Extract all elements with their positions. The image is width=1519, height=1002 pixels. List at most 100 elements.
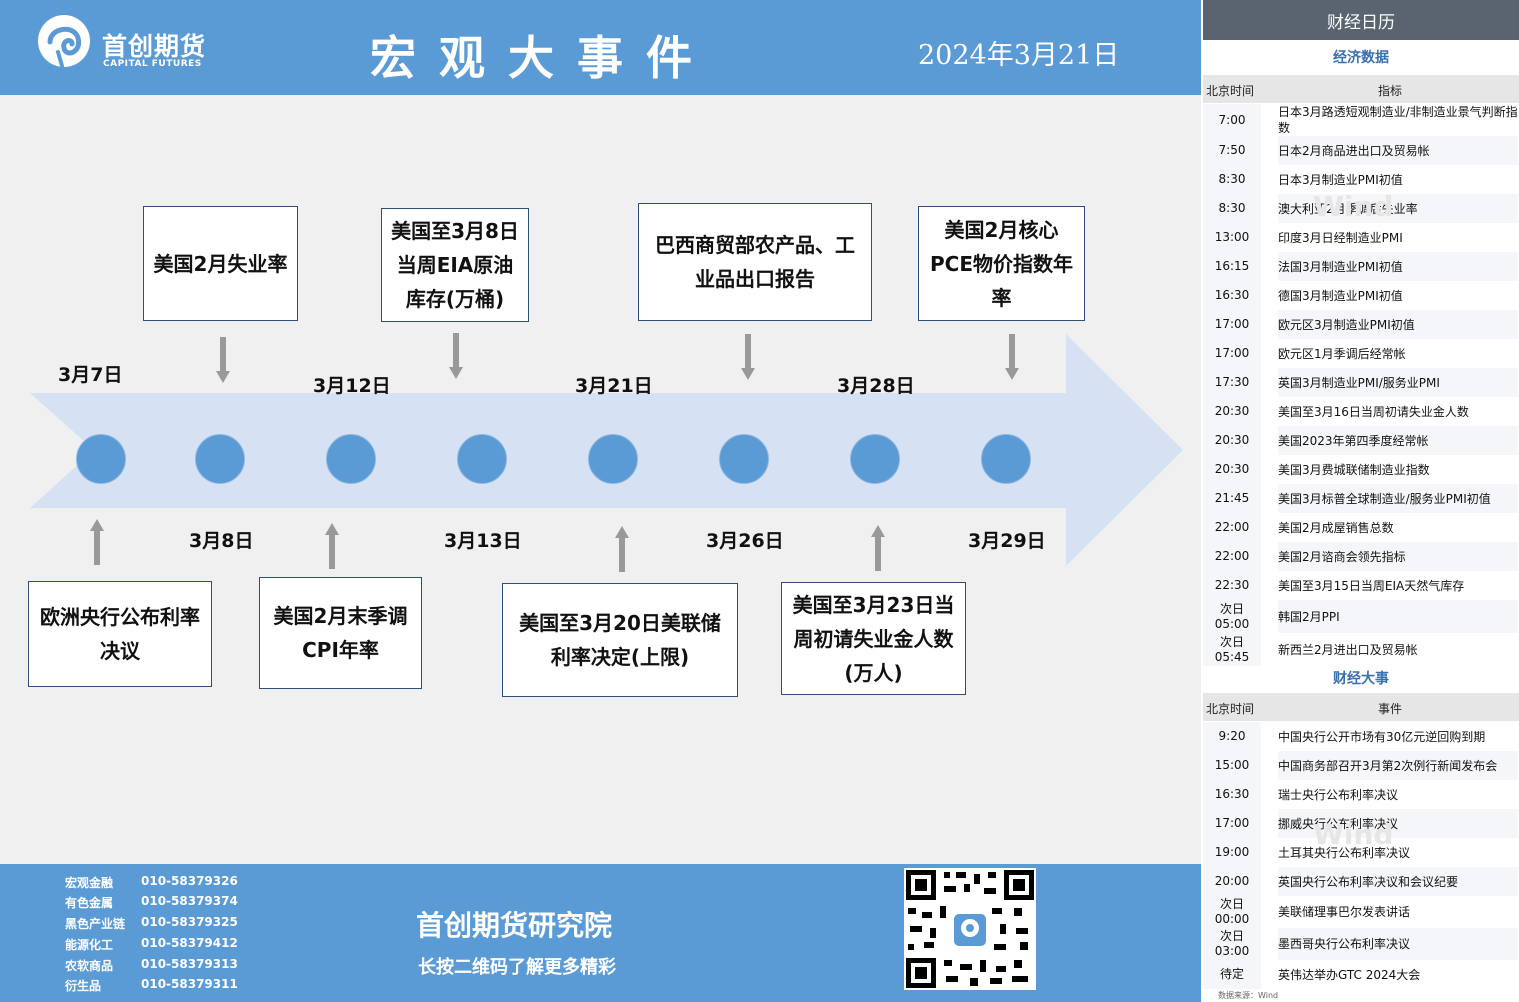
event-box: 美国2月核心PCE物价指数年率 <box>918 206 1085 321</box>
row-name: 墨西哥央行公布利率决议 <box>1278 928 1518 960</box>
event-box: 美国至3月8日当周EIA原油库存(万桶) <box>381 208 529 322</box>
arrow-down-icon <box>216 337 230 383</box>
row-time: 20:00 <box>1203 867 1261 896</box>
row-time: 22:00 <box>1203 513 1261 542</box>
row-time: 7:50 <box>1203 136 1261 165</box>
table-row: 次日00:00 美联储理事巴尔发表讲话 <box>1203 896 1519 928</box>
econ-table-header: 北京时间 指标 <box>1203 75 1519 103</box>
row-time: 16:30 <box>1203 780 1261 809</box>
table-row: 16:15 法国3月制造业PMI初值 <box>1203 252 1519 281</box>
events-section-title: 财经大事 <box>1333 671 1389 687</box>
row-name: 欧元区3月制造业PMI初值 <box>1278 310 1518 339</box>
row-name: 美国2月谘商会领先指标 <box>1278 542 1518 571</box>
row-time: 17:30 <box>1203 368 1261 397</box>
table-row: 待定英伟达举办GTC 2024大会 <box>1203 960 1519 989</box>
row-time: 8:30 <box>1203 194 1261 223</box>
row-time: 20:30 <box>1203 426 1261 455</box>
table-row: 次日05:00 韩国2月PPI <box>1203 600 1519 633</box>
arrow-up-icon <box>615 526 629 572</box>
date-label: 3月28日 <box>837 375 915 397</box>
row-time: 17:00 <box>1203 339 1261 368</box>
row-name: 美联储理事巴尔发表讲话 <box>1278 905 1411 919</box>
row-name: 新西兰2月进出口及贸易帐 <box>1278 642 1418 657</box>
row-time: 17:00 <box>1203 310 1261 339</box>
row-name: 美国至3月15日当周EIA天然气库存 <box>1278 578 1465 593</box>
row-name: 澳大利亚2月季调后失业率 <box>1278 194 1518 223</box>
watermark: Wind <box>1313 818 1394 851</box>
table-row: 20:30 美国2023年第四季度经常帐 <box>1203 426 1519 455</box>
row-time: 21:45 <box>1203 484 1261 513</box>
row-time: 次日00:00 <box>1203 896 1261 928</box>
table-row: 15:00 中国商务部召开3月第2次例行新闻发布会 <box>1203 751 1519 780</box>
row-name: 韩国2月PPI <box>1278 600 1518 633</box>
arrow-up-icon <box>325 523 339 569</box>
events-table-header: 北京时间 事件 <box>1203 693 1519 721</box>
capital-futures-logo-icon <box>38 15 90 68</box>
date-label: 3月8日 <box>189 530 254 552</box>
arrow-up-icon <box>871 525 885 571</box>
row-time: 15:00 <box>1203 751 1261 780</box>
row-name: 英国央行公布利率决议和会议纪要 <box>1278 867 1518 896</box>
row-time: 次日05:45 <box>1203 633 1261 666</box>
timeline-dot <box>850 434 900 484</box>
arrow-down-icon <box>1005 334 1019 380</box>
row-time: 16:30 <box>1203 281 1261 310</box>
main-panel: 首创期货 CAPITAL FUTURES 宏观大事件 2024年3月21日 3月… <box>0 0 1201 1002</box>
date-label: 3月7日 <box>58 364 123 386</box>
row-name: 美国3月标普全球制造业/服务业PMI初值 <box>1278 484 1518 513</box>
row-time: 17:00 <box>1203 809 1261 838</box>
timeline-dot <box>195 434 245 484</box>
table-row: 22:00 美国2月谘商会领先指标 <box>1203 542 1519 571</box>
row-time: 次日05:00 <box>1203 600 1261 633</box>
arrow-up-icon <box>90 519 104 565</box>
row-name: 中国央行公开市场有30亿元逆回购到期 <box>1278 729 1486 744</box>
row-name: 日本3月制造业PMI初值 <box>1278 172 1403 187</box>
row-time: 22:00 <box>1203 542 1261 571</box>
row-time: 7:00 <box>1203 104 1261 136</box>
table-row: 20:30 美国至3月16日当周初请失业金人数 <box>1203 397 1519 426</box>
date-label: 3月21日 <box>575 375 653 397</box>
event-box: 美国2月失业率 <box>143 206 298 321</box>
row-time: 22:30 <box>1203 571 1261 600</box>
event-box: 欧洲央行公布利率决议 <box>28 581 212 687</box>
table-row: 22:30 美国至3月15日当周EIA天然气库存 <box>1203 571 1519 600</box>
page-title: 宏观大事件 <box>370 31 715 85</box>
row-name: 法国3月制造业PMI初值 <box>1278 252 1518 281</box>
row-name: 挪威央行公布利率决议 <box>1278 809 1518 838</box>
table-row: 17:00 欧元区3月制造业PMI初值 <box>1203 310 1519 339</box>
table-row: 20:00 英国央行公布利率决议和会议纪要 <box>1203 867 1519 896</box>
row-name: 美国2023年第四季度经常帐 <box>1278 426 1518 455</box>
date-label: 3月26日 <box>706 530 784 552</box>
event-box: 巴西商贸部农产品、工业品出口报告 <box>638 203 872 321</box>
table-row: 8:30 澳大利亚2月季调后失业率 <box>1203 194 1519 223</box>
row-name: 美国至3月16日当周初请失业金人数 <box>1278 404 1469 419</box>
econ-data-section-title: 经济数据 <box>1333 50 1389 66</box>
qr-code-icon[interactable] <box>904 868 1036 990</box>
row-time: 16:15 <box>1203 252 1261 281</box>
logo-subtext: CAPITAL FUTURES <box>103 59 202 69</box>
timeline-arrow <box>30 334 1183 566</box>
row-name: 英伟达举办GTC 2024大会 <box>1278 967 1421 982</box>
row-time: 20:30 <box>1203 397 1261 426</box>
event-box: 美国至3月20日美联储利率决定(上限) <box>502 583 738 697</box>
date-label: 3月13日 <box>444 530 522 552</box>
row-name: 中国商务部召开3月第2次例行新闻发布会 <box>1278 751 1518 780</box>
row-name: 土耳其央行公布利率决议 <box>1278 845 1411 860</box>
row-time: 20:30 <box>1203 455 1261 484</box>
row-time: 13:00 <box>1203 223 1261 252</box>
